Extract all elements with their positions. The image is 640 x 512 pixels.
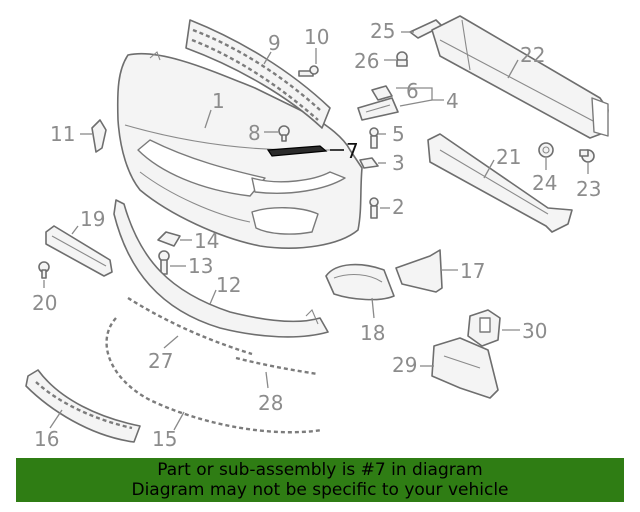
part-24-nut — [538, 142, 554, 158]
exploded-parts-diagram: 1 2 3 4 5 6 7 8 9 10 11 12 13 14 15 16 1… — [25, 15, 609, 451]
part-28-molding-strip — [235, 356, 319, 376]
label-28: 28 — [258, 391, 283, 415]
part-29-module — [431, 337, 499, 399]
label-19: 19 — [80, 207, 105, 231]
label-16: 16 — [34, 427, 59, 451]
label-10: 10 — [304, 25, 329, 49]
label-6: 6 — [406, 79, 419, 103]
label-27: 27 — [148, 349, 173, 373]
part-16-lower-grille — [25, 369, 141, 443]
label-25: 25 — [370, 19, 395, 43]
part-17-bracket — [395, 249, 443, 293]
label-15: 15 — [152, 427, 177, 451]
label-8: 8 — [248, 121, 261, 145]
part-26-screw — [396, 51, 408, 67]
part-21-energy-absorber — [427, 133, 573, 233]
label-5: 5 — [392, 122, 405, 146]
part-3-nut — [359, 157, 379, 169]
part-7-bracket-highlighted — [266, 145, 328, 157]
label-29: 29 — [392, 353, 417, 377]
banner-line-2: Diagram may not be specific to your vehi… — [131, 480, 509, 500]
label-22: 22 — [520, 43, 545, 67]
info-banner: Part or sub-assembly is #7 in diagram Di… — [16, 458, 624, 502]
label-20: 20 — [32, 291, 57, 315]
label-13: 13 — [188, 254, 213, 278]
part-1-bumper-cover — [116, 51, 363, 249]
part-18-fog-lamp-bezel — [325, 263, 395, 301]
label-23: 23 — [576, 177, 601, 201]
part-9-upper-grille — [185, 19, 331, 129]
label-18: 18 — [360, 321, 385, 345]
part-6-clip — [371, 85, 393, 101]
part-20-screw — [38, 261, 50, 279]
part-2-screw — [369, 197, 379, 219]
label-9: 9 — [268, 31, 281, 55]
leader-lines — [43, 31, 589, 431]
label-14: 14 — [194, 229, 219, 253]
label-30: 30 — [522, 319, 547, 343]
label-26: 26 — [354, 49, 379, 73]
part-12-lower-valance — [113, 199, 329, 338]
label-12: 12 — [216, 273, 241, 297]
label-21: 21 — [496, 145, 521, 169]
part-labels: 1 2 3 4 5 6 7 8 9 10 11 12 13 14 15 16 1… — [32, 19, 601, 451]
label-7-highlighted: 7 — [346, 139, 359, 163]
label-1: 1 — [212, 89, 225, 113]
part-8-clip — [278, 125, 290, 142]
part-22-reinforcement-beam — [431, 15, 609, 139]
part-11-bracket — [91, 119, 107, 153]
banner-line-1: Part or sub-assembly is #7 in diagram — [157, 460, 483, 480]
part-5-screw — [369, 127, 379, 149]
label-4: 4 — [446, 89, 459, 113]
part-15-lower-strip — [105, 317, 323, 434]
part-23-bolt — [579, 149, 595, 163]
label-17: 17 — [460, 259, 485, 283]
part-30-sensor — [467, 309, 501, 347]
label-11: 11 — [50, 122, 75, 146]
label-24: 24 — [532, 171, 557, 195]
part-14-clip — [157, 231, 181, 247]
part-19-bracket — [45, 225, 113, 277]
part-4-bracket — [357, 97, 399, 121]
part-10-bolt — [298, 65, 319, 77]
label-3: 3 — [392, 151, 405, 175]
part-13-bolt — [158, 250, 170, 275]
label-2: 2 — [392, 195, 405, 219]
